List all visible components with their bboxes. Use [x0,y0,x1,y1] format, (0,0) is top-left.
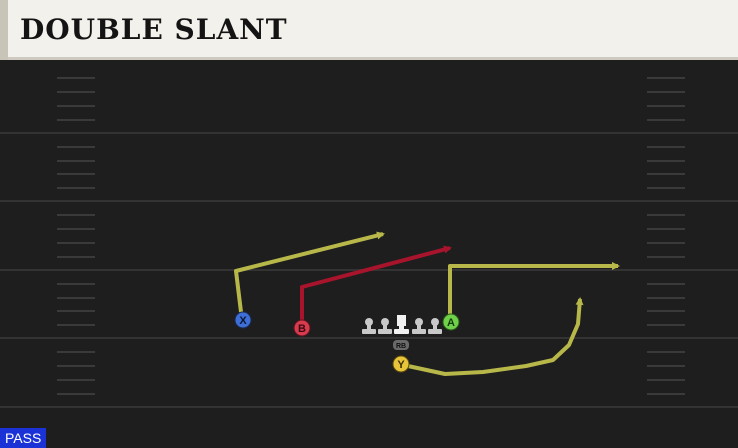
player-x-letter: X [239,315,247,327]
player-y-button[interactable]: Y [392,355,410,373]
lineman-icon [378,318,392,334]
rb-label: RB [396,343,406,350]
player-b-button[interactable]: B [293,319,311,337]
play-title: DOUBLE SLANT [20,13,288,46]
header-accent [0,0,8,60]
player-b-letter: B [298,323,306,335]
route-y [407,297,584,376]
center-icon [394,315,409,334]
play-type-badge: PASS [0,428,47,448]
lineman-icon [428,318,442,334]
play-header: DOUBLE SLANT [0,0,738,60]
player-y-letter: Y [397,359,405,371]
player-x-button[interactable]: X [234,311,252,329]
player-a-button[interactable]: A [442,313,460,331]
football-field: RB X B A Y [0,60,738,448]
lineman-icon [412,318,426,334]
hash-marks-right [647,77,685,395]
field-surface [0,60,738,448]
lineman-icon [362,318,376,334]
offensive-line [362,315,442,334]
route-x [234,231,385,313]
route-a [448,262,620,315]
hash-marks-left [57,77,95,395]
route-b [300,245,452,321]
running-back-marker[interactable]: RB [393,340,409,350]
player-a-letter: A [447,317,455,329]
